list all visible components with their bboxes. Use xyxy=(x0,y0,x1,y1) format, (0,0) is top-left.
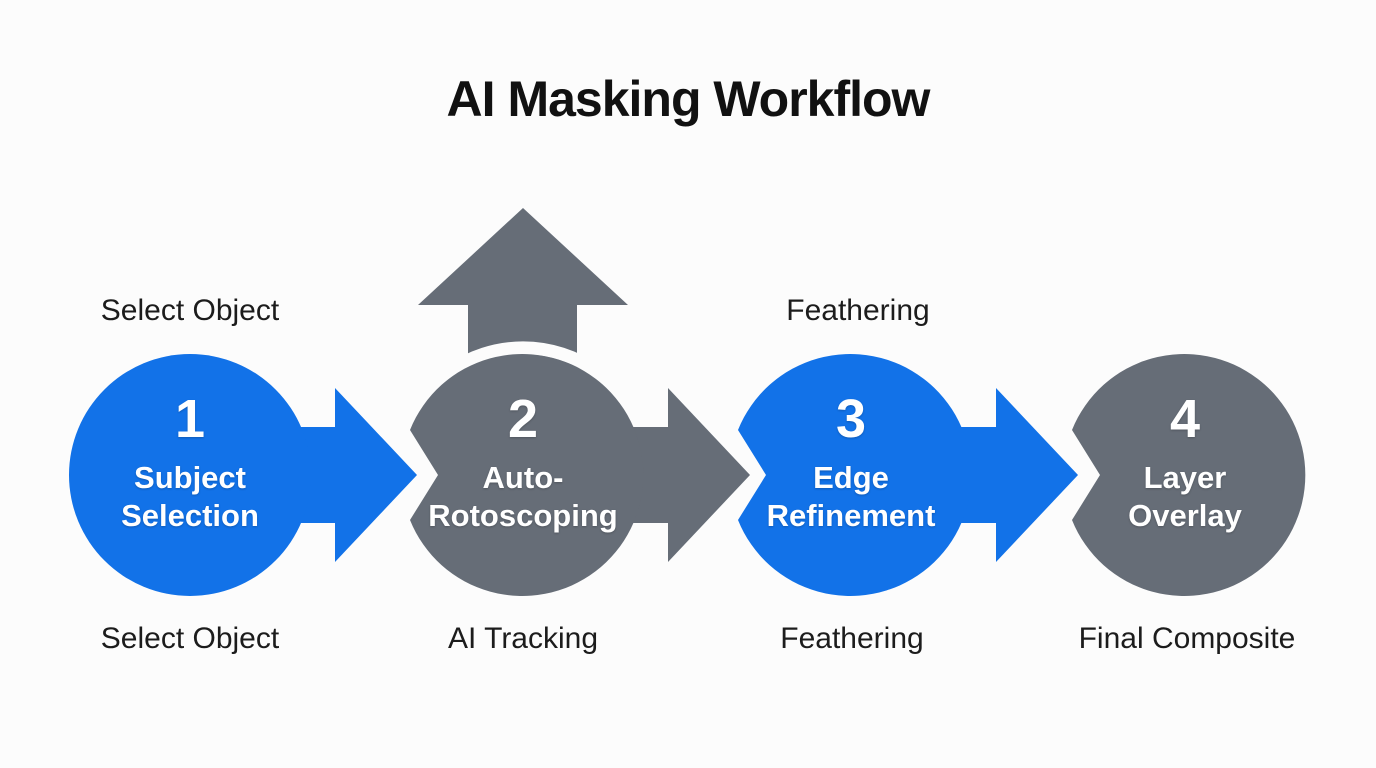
step-3-name-line1: Edge xyxy=(813,460,889,495)
step-3-bottom-label: Feathering xyxy=(780,622,923,655)
step-2-bottom-label: AI Tracking xyxy=(448,622,598,655)
step-1-bottom-label: Select Object xyxy=(101,622,280,655)
step-1-name-line2: Selection xyxy=(121,498,259,533)
page-title: AI Masking Workflow xyxy=(447,71,931,127)
step-2-circle xyxy=(410,354,644,596)
step-1-circle xyxy=(69,354,311,596)
up-arrow-icon xyxy=(418,208,628,392)
step-1-top-label: Select Object xyxy=(101,294,280,327)
step-2-number: 2 xyxy=(508,389,538,449)
step-1-name-line1: Subject xyxy=(134,460,246,495)
step-3-number: 3 xyxy=(836,389,866,449)
step-4-number: 4 xyxy=(1170,389,1200,449)
step-3-name-line2: Refinement xyxy=(767,498,936,533)
step-1-number: 1 xyxy=(175,389,205,449)
up-arrow-gap-arc xyxy=(446,341,600,377)
step-4-bottom-label: Final Composite xyxy=(1079,622,1296,655)
step-3-top-label: Feathering xyxy=(786,294,929,327)
step-4-name-line1: Layer xyxy=(1144,460,1227,495)
step-3-circle xyxy=(738,354,972,596)
step-2-name-line2: Rotoscoping xyxy=(428,498,617,533)
step-4-name-line2: Overlay xyxy=(1128,498,1243,533)
step-4-circle xyxy=(1072,354,1306,596)
step-2-name-line1: Auto- xyxy=(483,460,564,495)
